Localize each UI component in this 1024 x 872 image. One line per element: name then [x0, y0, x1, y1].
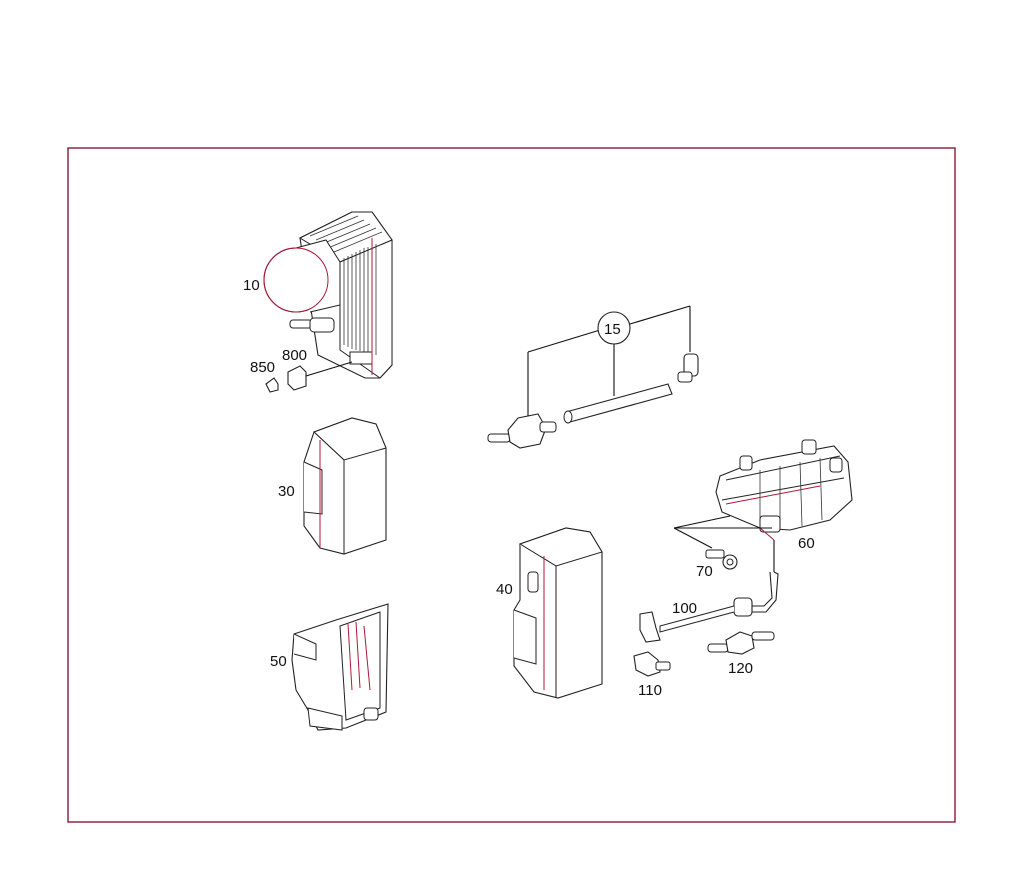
part-60-reservoir-tank[interactable] [715, 439, 853, 541]
part-10-pump-module[interactable] [263, 211, 393, 379]
part-15-tube[interactable] [563, 383, 673, 424]
label-part-40: 40 [496, 581, 513, 598]
part-40-cover-block[interactable] [513, 527, 603, 699]
label-part-70: 70 [696, 563, 713, 580]
part-15-filter[interactable] [487, 413, 557, 449]
label-part-800: 800 [282, 347, 307, 364]
label-part-110: 110 [638, 682, 662, 699]
part-70-bolt-washer[interactable] [705, 549, 738, 570]
part-850-plug-pin[interactable] [265, 377, 279, 393]
part-50-bracket[interactable] [291, 603, 389, 731]
diagram-frame [67, 147, 956, 823]
label-part-120: 120 [728, 660, 753, 677]
part-15-leader-lines [527, 305, 691, 420]
part-15-elbow[interactable] [677, 353, 699, 383]
part-100-hose-line[interactable] [639, 540, 779, 643]
part-800-plug-connector[interactable] [287, 361, 353, 391]
label-part-60: 60 [798, 535, 815, 552]
part-120-check-valve[interactable] [707, 631, 775, 655]
part-70-leader-lines [673, 515, 772, 549]
label-part-50: 50 [270, 653, 287, 670]
part-30-cover-block[interactable] [303, 417, 387, 555]
callout-circle-15 [597, 311, 631, 345]
label-part-850: 850 [250, 359, 275, 376]
label-part-100: 100 [672, 600, 697, 617]
part-110-elbow-connector[interactable] [633, 651, 671, 677]
label-part-15: 15 [604, 321, 621, 338]
label-part-10: 10 [243, 277, 260, 294]
label-part-30: 30 [278, 483, 295, 500]
